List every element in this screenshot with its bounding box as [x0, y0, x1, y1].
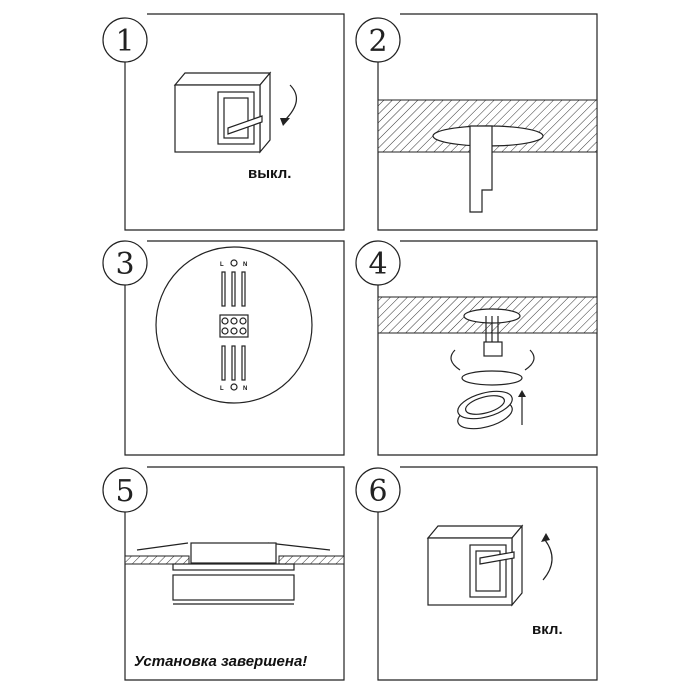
step-number: 2 — [368, 24, 387, 59]
switch-on-label: вкл. — [532, 621, 563, 638]
step-number-circle — [355, 467, 401, 513]
ground-icon — [230, 259, 238, 267]
wire-label-neutral: N — [243, 262, 247, 268]
ground-icon — [230, 383, 238, 391]
light-fixture — [172, 574, 295, 601]
step-number: 3 — [115, 247, 134, 282]
wire-label-neutral: N — [243, 386, 247, 392]
step-number: 5 — [115, 474, 134, 509]
step-1-panel: 1 выкл. — [102, 13, 345, 231]
cutting-tool — [469, 125, 493, 213]
step-number: 6 — [368, 474, 387, 509]
wire-terminal-block — [483, 341, 503, 357]
step-number-circle — [355, 17, 401, 63]
wire-label-live: L — [220, 262, 224, 268]
spring-clip-arrows-icon — [450, 349, 535, 371]
wire-terminal-block — [219, 271, 249, 381]
rotate-arrow-icon — [284, 84, 297, 121]
step-number-circle — [102, 240, 148, 286]
step-3-panel: 3 L N L N — [102, 240, 345, 456]
step-number: 4 — [368, 247, 387, 282]
rotate-arrow-icon — [542, 539, 553, 581]
step-number-circle — [355, 240, 401, 286]
light-switch-off — [173, 71, 272, 154]
step-number: 1 — [115, 24, 134, 59]
installation-complete-label: Установка завершена! — [134, 653, 307, 670]
fixture-housing — [190, 542, 277, 564]
light-switch-on — [426, 524, 524, 607]
step-number-circle — [102, 467, 148, 513]
light-fixture — [457, 390, 513, 430]
step-4-panel: 4 — [355, 240, 598, 456]
step-number-circle — [102, 17, 148, 63]
wire-label-live: L — [220, 386, 224, 392]
spring-clips — [136, 542, 331, 551]
step-2-panel: 2 — [355, 13, 598, 231]
step-6-panel: 6 вкл. — [355, 466, 598, 681]
fixture-ring — [461, 370, 523, 386]
switch-off-label: выкл. — [248, 165, 291, 182]
step-5-panel: 5 Установка завершена! — [102, 466, 345, 681]
